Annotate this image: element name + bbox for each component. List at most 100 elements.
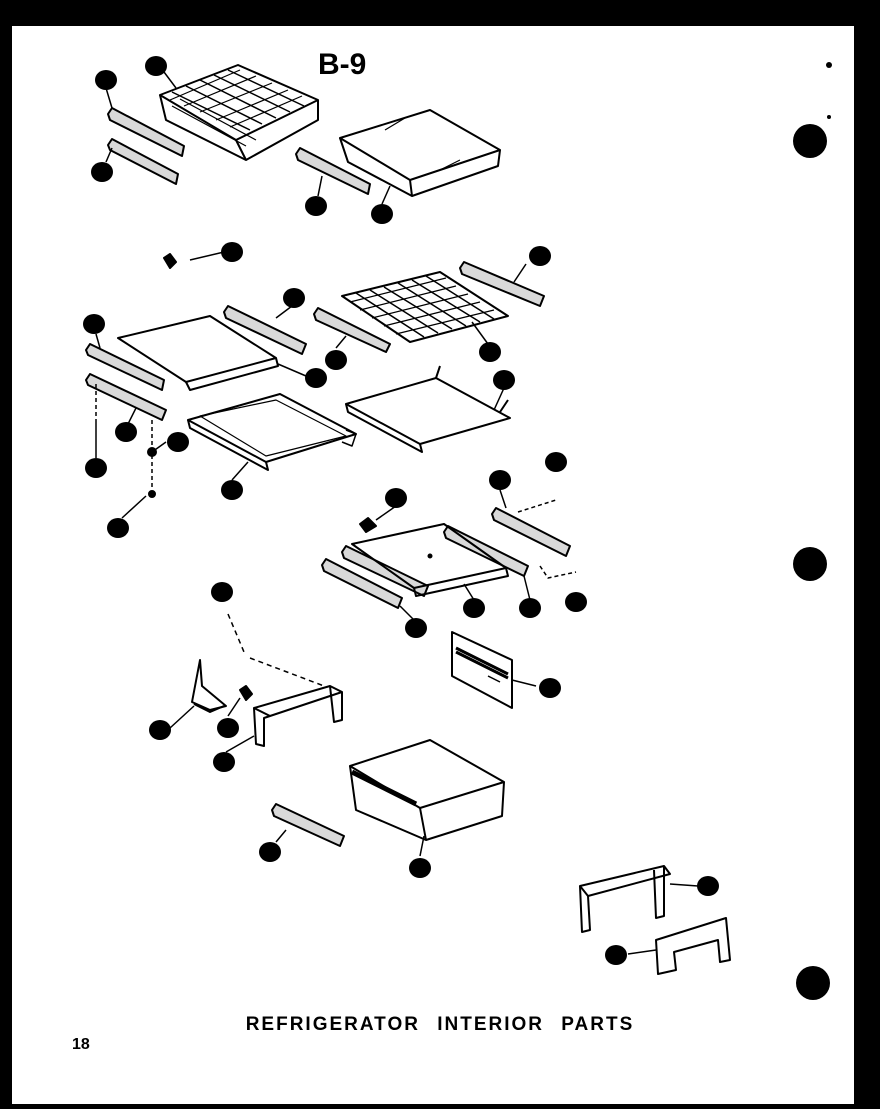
trim-drawing xyxy=(491,507,571,557)
clip-drawing xyxy=(163,253,177,269)
rail-drawing xyxy=(271,803,345,847)
shelf-frame-drawing xyxy=(345,365,511,453)
svg-text:191: 191 xyxy=(88,463,103,473)
callout-207: 207 xyxy=(107,518,129,538)
page-code: B-9 xyxy=(318,48,367,81)
callout-195: 195 xyxy=(697,876,719,896)
leader-line xyxy=(227,613,325,687)
svg-text:198: 198 xyxy=(220,723,235,733)
callout-184: 184 xyxy=(305,196,327,216)
rail-drawing xyxy=(107,138,179,185)
crisper-pan-drawing xyxy=(339,109,501,197)
callout-192: 192 xyxy=(221,480,243,500)
callout-185: 185 xyxy=(283,288,305,308)
callout-179: 179 xyxy=(325,350,347,370)
leader-lines xyxy=(95,71,699,955)
callout-185: 185 xyxy=(519,598,541,618)
callout-190: 190 xyxy=(115,422,137,442)
callout-183: 183 xyxy=(545,452,567,472)
svg-text:183: 183 xyxy=(548,457,563,467)
callout-184: 184 xyxy=(305,368,327,388)
svg-text:179: 179 xyxy=(532,251,547,261)
svg-text:189: 189 xyxy=(408,623,423,633)
svg-text:185: 185 xyxy=(286,293,301,303)
control-panel-drawing xyxy=(451,631,513,709)
svg-text:194: 194 xyxy=(542,683,557,693)
callout-198: 198 xyxy=(217,718,239,738)
svg-text:190: 190 xyxy=(118,427,133,437)
bracket-drawing xyxy=(85,373,167,421)
svg-text:206: 206 xyxy=(224,247,239,257)
callout-181: 181 xyxy=(95,70,117,90)
svg-text:207: 207 xyxy=(110,523,125,533)
callout-179: 179 xyxy=(529,246,551,266)
svg-text:182: 182 xyxy=(94,167,109,177)
crisper-pan-drawing xyxy=(349,739,505,841)
svg-text:193: 193 xyxy=(412,863,427,873)
svg-text:180: 180 xyxy=(148,61,163,71)
page-number: 18 xyxy=(72,1036,90,1053)
svg-text:186: 186 xyxy=(568,597,583,607)
leader-line xyxy=(539,565,577,579)
binder-hole-middle xyxy=(793,547,827,581)
svg-text:187: 187 xyxy=(388,493,403,503)
callout-194: 194 xyxy=(539,678,561,698)
trim-drawing xyxy=(459,261,545,307)
svg-text:188: 188 xyxy=(466,603,481,613)
diagram-caption: REFRIGERATOR INTERIOR PARTS xyxy=(245,1014,635,1035)
svg-text:201: 201 xyxy=(262,847,277,857)
svg-text:180: 180 xyxy=(86,319,101,329)
svg-text:181: 181 xyxy=(98,75,113,85)
binder-hole-top xyxy=(793,124,827,158)
rail-drawing xyxy=(295,147,371,195)
callout-206: 206 xyxy=(167,432,189,452)
trim-drawing xyxy=(85,343,165,391)
dot-mark xyxy=(826,62,832,68)
callout-189: 189 xyxy=(405,618,427,638)
svg-text:185: 185 xyxy=(522,603,537,613)
callout-176: 176 xyxy=(479,342,501,362)
trim-drawing xyxy=(341,545,429,597)
diagram-sheet xyxy=(12,26,854,1104)
svg-text:192: 192 xyxy=(224,485,239,495)
svg-text:184: 184 xyxy=(492,475,507,485)
light-housing-drawing xyxy=(579,865,671,933)
callout-186: 186 xyxy=(565,592,587,612)
shelf-frame-drawing xyxy=(187,393,357,471)
trim-drawing xyxy=(321,558,403,609)
callout-203: 203 xyxy=(605,945,627,965)
trim-drawing xyxy=(313,307,391,353)
callout-188: 188 xyxy=(463,598,485,618)
callout-177: 177 xyxy=(493,370,515,390)
svg-text:186: 186 xyxy=(374,209,389,219)
svg-text:176: 176 xyxy=(482,347,497,357)
rail-drawing xyxy=(107,107,185,157)
svg-text:184: 184 xyxy=(308,201,323,211)
svg-text:187: 187 xyxy=(152,725,167,735)
leader-line xyxy=(517,499,557,513)
callout-187: 187 xyxy=(385,488,407,508)
callout-184: 184 xyxy=(489,470,511,490)
callout-186: 186 xyxy=(371,204,393,224)
clip-drawing xyxy=(359,517,377,533)
callout-201: 201 xyxy=(259,842,281,862)
svg-text:203: 203 xyxy=(608,950,623,960)
callout-193: 193 xyxy=(409,858,431,878)
svg-text:177: 177 xyxy=(496,375,511,385)
binder-hole-bottom xyxy=(796,966,830,1000)
dot-mark xyxy=(827,115,831,119)
svg-text:202: 202 xyxy=(214,587,229,597)
trim-drawing xyxy=(443,525,529,577)
svg-text:184: 184 xyxy=(308,373,323,383)
light-cover-drawing xyxy=(191,659,227,713)
screw-drawing xyxy=(148,490,156,498)
callout-180: 180 xyxy=(83,314,105,334)
wire-basket-drawing xyxy=(159,64,319,161)
socket-drawing xyxy=(239,685,253,701)
callout-206: 206 xyxy=(221,242,243,262)
callout-182: 182 xyxy=(91,162,113,182)
svg-text:195: 195 xyxy=(700,881,715,891)
callout-180: 180 xyxy=(145,56,167,76)
